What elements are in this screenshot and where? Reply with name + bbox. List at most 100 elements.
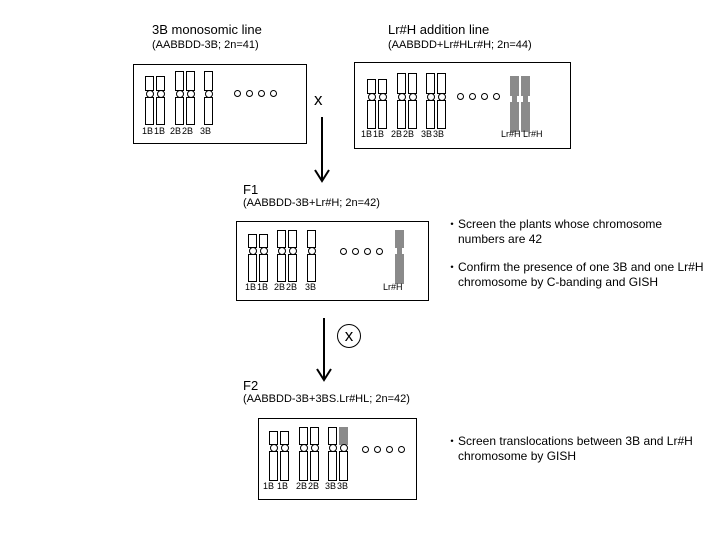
arrow-down-icon: [316, 318, 332, 382]
chromosome-short-arm: [259, 234, 268, 248]
centromere: [402, 248, 404, 254]
more-chromosomes-dot: [457, 93, 464, 100]
centromere: [288, 247, 297, 255]
centromere: [310, 444, 319, 452]
f2-title: F2: [243, 378, 259, 393]
more-chromosomes-dot: [364, 248, 371, 255]
chromosome-short-arm: [521, 76, 530, 99]
cross-symbol: x: [314, 90, 323, 109]
parent2-title: Lr#H addition line: [388, 22, 490, 37]
chromosome-label: 1B: [257, 282, 269, 292]
chromosome-short-arm: [145, 76, 154, 91]
chromosome-short-arm: [299, 427, 308, 445]
more-chromosomes-dot: [340, 248, 347, 255]
more-chromosomes-dot: [246, 90, 253, 97]
chromosome-label: 1B: [142, 126, 154, 136]
centromere: [397, 93, 406, 101]
chromosome-long-arm: [269, 451, 278, 481]
chromosome-label: 2B: [403, 129, 415, 139]
more-chromosomes-dot: [374, 446, 381, 453]
centromere: [259, 247, 268, 255]
chromosome-short-arm: [426, 73, 435, 94]
centromere: [437, 93, 446, 101]
chromosome-short-arm: [175, 71, 184, 91]
chromosome-label: 2B: [286, 282, 298, 292]
chromosome-label: 2B: [170, 126, 182, 136]
chromosome-long-arm: [307, 254, 316, 282]
centromere: [378, 93, 387, 101]
centromere: [517, 96, 519, 102]
f2-note-1: ・ Screen translocations between 3B and L…: [446, 434, 708, 464]
chromosome-long-arm: [510, 99, 519, 132]
chromosome-short-arm: [328, 427, 337, 445]
more-chromosomes-dot: [469, 93, 476, 100]
chromosome-short-arm: [280, 431, 289, 445]
chromosome-short-arm: [408, 73, 417, 94]
more-chromosomes-dot: [376, 248, 383, 255]
chromosome-label: 1B: [154, 126, 166, 136]
centromere: [426, 93, 435, 101]
chromosome-label: 2B: [296, 481, 308, 491]
chromosome-short-arm: [269, 431, 278, 445]
chromosome-short-arm: [437, 73, 446, 94]
centromere: [307, 247, 316, 255]
centromere: [521, 96, 523, 102]
centromere: [156, 90, 165, 98]
chromosome-long-arm: [395, 251, 404, 284]
f1-note-1: ・ Screen the plants whose chromosome num…: [446, 217, 706, 247]
more-chromosomes-dot: [398, 446, 405, 453]
alien-chromosome-label: Lr#H: [523, 129, 543, 139]
chromosome-short-arm: [310, 427, 319, 445]
chromosome-long-arm: [339, 451, 348, 481]
centromere: [299, 444, 308, 452]
parent1-genome: (AABBDD-3B; 2n=41): [152, 39, 259, 51]
chromosome-long-arm: [378, 100, 387, 129]
chromosome-long-arm: [437, 100, 446, 129]
centromere: [280, 444, 289, 452]
chromosome-long-arm: [204, 97, 213, 125]
chromosome-label: 2B: [391, 129, 403, 139]
more-chromosomes-dot: [352, 248, 359, 255]
chromosome-label: 2B: [308, 481, 320, 491]
chromosome-short-arm: [339, 427, 348, 445]
chromosome-long-arm: [145, 97, 154, 125]
bullet-icon: ・: [446, 434, 459, 448]
chromosome-short-arm: [367, 79, 376, 94]
chromosome-long-arm: [367, 100, 376, 129]
chromosome-label: 3B: [421, 129, 433, 139]
selfing-symbol: x: [337, 324, 361, 348]
chromosome-short-arm: [204, 71, 213, 91]
chromosome-label: 1B: [263, 481, 275, 491]
more-chromosomes-dot: [270, 90, 277, 97]
chromosome-short-arm: [510, 76, 519, 99]
chromosome-long-arm: [328, 451, 337, 481]
centromere: [339, 444, 348, 452]
chromosome-label: 3B: [200, 126, 212, 136]
f1-genome: (AABBDD-3B+Lr#H; 2n=42): [243, 197, 380, 209]
chromosome-long-arm: [156, 97, 165, 125]
centromere: [145, 90, 154, 98]
f1-note-2-text: Confirm the presence of one 3B and one L…: [458, 260, 704, 289]
parent1-title: 3B monosomic line: [152, 22, 262, 37]
chromosome-label: 3B: [337, 481, 349, 491]
chromosome-long-arm: [248, 254, 257, 282]
chromosome-label: 3B: [325, 481, 337, 491]
centromere: [204, 90, 213, 98]
more-chromosomes-dot: [258, 90, 265, 97]
f2-note-1-text: Screen translocations between 3B and Lr#…: [458, 434, 693, 463]
f2-genome: (AABBDD-3B+3BS.Lr#HL; 2n=42): [243, 393, 410, 405]
chromosome-long-arm: [299, 451, 308, 481]
centromere: [277, 247, 286, 255]
more-chromosomes-dot: [481, 93, 488, 100]
chromosome-short-arm: [307, 230, 316, 248]
centromere: [186, 90, 195, 98]
chromosome-long-arm: [310, 451, 319, 481]
chromosome-long-arm: [397, 100, 406, 129]
bullet-icon: ・: [446, 260, 459, 274]
chromosome-long-arm: [186, 97, 195, 125]
chromosome-label: 1B: [245, 282, 257, 292]
chromosome-long-arm: [175, 97, 184, 125]
chromosome-short-arm: [277, 230, 286, 248]
